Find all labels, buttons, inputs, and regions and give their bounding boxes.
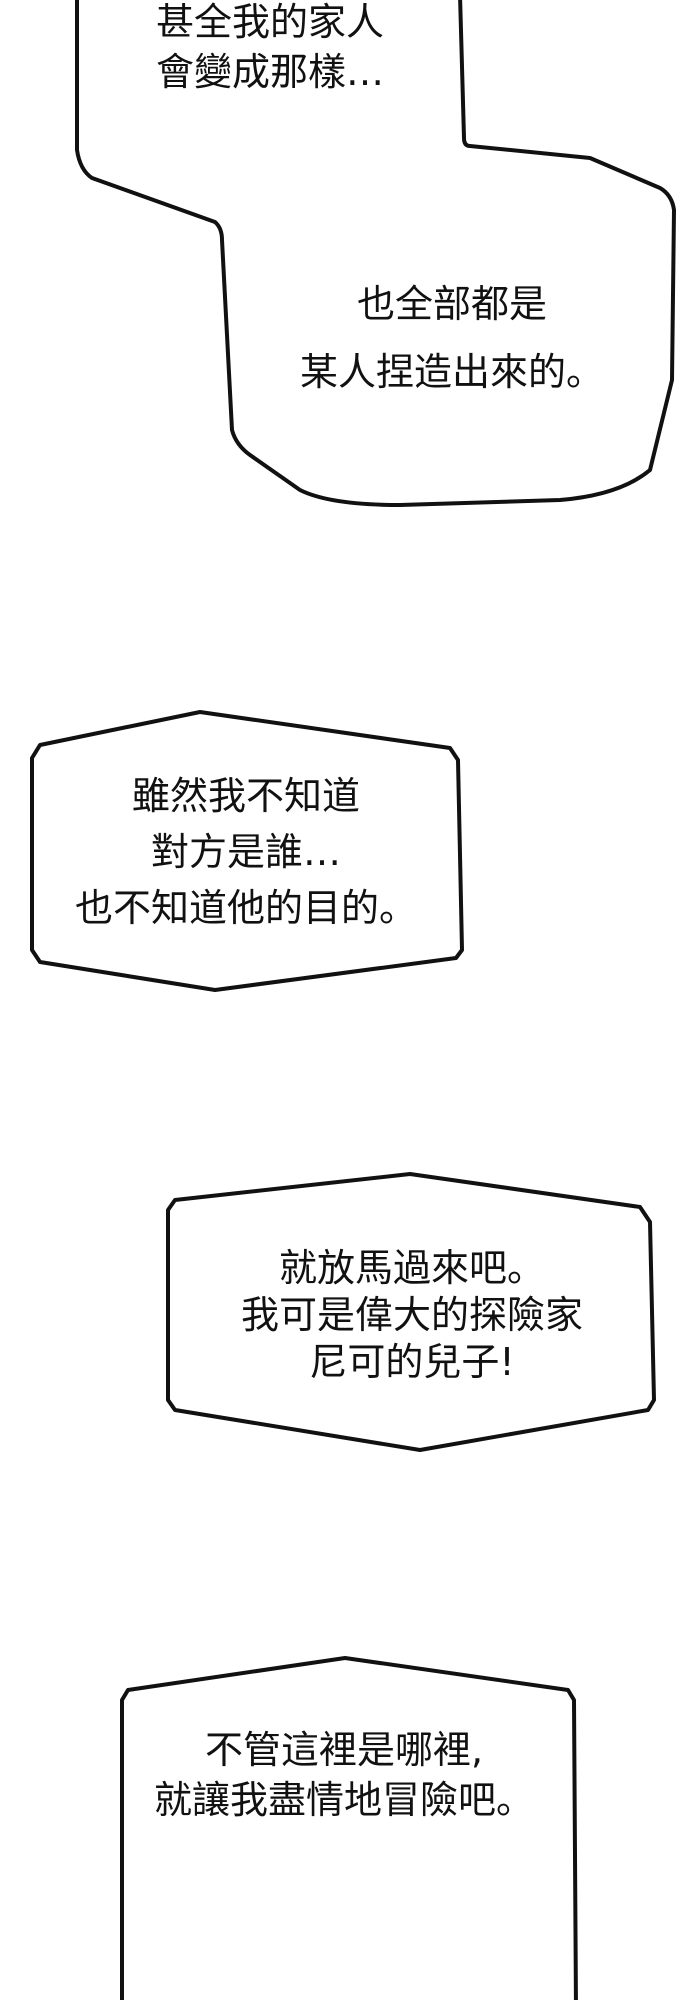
bubble-1-text: 甚全我的家人 會變成那樣…: [156, 0, 384, 97]
speech-bubble-4: [120, 1656, 578, 2000]
bubble-5-line-1: 不管這裡是哪裡,: [204, 1728, 484, 1772]
bubble-4-text: 就放馬過來吧。 我可是偉大的探險家 尼可的兒子!: [241, 1245, 583, 1386]
bubble-2-text: 也全部都是 某人捏造出來的。: [300, 270, 604, 406]
bubble-2-line-1: 也全部都是: [356, 282, 548, 326]
speech-bubble-3: [166, 1172, 656, 1452]
bubble-1-line-1: 甚全我的家人: [155, 0, 385, 44]
bubble-4-line-2: 我可是偉大的探險家: [240, 1293, 584, 1337]
bubble-4-line-1: 就放馬過來吧。: [278, 1246, 546, 1290]
bubble-5-text: 不管這裡是哪裡, 就讓我盡情地冒險吧。: [154, 1725, 534, 1825]
bubble-3-line-1: 雖然我不知道: [131, 774, 361, 818]
bubble-2-line-2: 某人捏造出來的。: [299, 350, 605, 394]
bubble-4-line-3: 尼可的兒子!: [309, 1340, 515, 1384]
bubble-1-line-2: 會變成那樣…: [155, 50, 385, 94]
bubble-3-line-2: 對方是誰…: [150, 830, 342, 874]
bubble-5-line-2: 就讓我盡情地冒險吧。: [153, 1778, 535, 1822]
speech-bubble-2: [30, 710, 464, 992]
speech-bubble-1: [75, 0, 676, 507]
bubble-3-line-3: 也不知道他的目的。: [74, 886, 418, 930]
bubble-3-text: 雖然我不知道 對方是誰… 也不知道他的目的。: [75, 768, 417, 936]
